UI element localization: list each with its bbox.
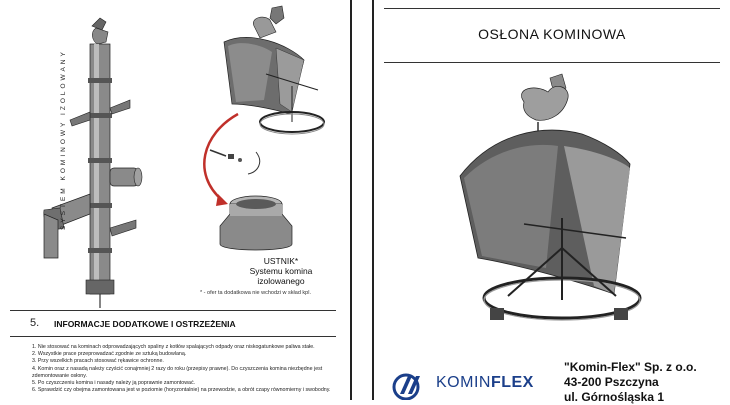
right-page: OSŁONA KOMINOWA (372, 0, 730, 400)
ustnik-line3: izolowanego (257, 276, 305, 286)
vertical-system-label: SYSTEM KOMINOWY IZOLOWANY (58, 40, 76, 240)
title-rule-top (384, 8, 720, 9)
chimney-cowl-illustration (459, 73, 642, 321)
ustnik-line1: USTNIK* (263, 256, 299, 266)
footnote: * - ofer ta dodatkowa nie wchodzi w skła… (200, 290, 311, 296)
ustnik-line2: Systemu komina (249, 266, 313, 276)
list-item: 3. Przy wszelkich pracach stosować rękaw… (32, 358, 164, 365)
page-title: OSŁONA KOMINOWA (478, 26, 626, 42)
ustnik-caption: USTNIK* Systemu komina izolowanego (236, 256, 326, 286)
kominflex-logo-text: KOMINFLEX (436, 374, 534, 392)
title-rule-bottom (384, 62, 720, 63)
list-item: 4. Komin oraz z nasadą należy czyścić co… (32, 365, 323, 379)
list-item: 6. Sprawdzić czy obejma zamontowana jest… (32, 387, 331, 394)
list-item: 1. Nie stosować na kominach odprowadzają… (32, 344, 315, 350)
vertical-text: SYSTEM KOMINOWY IZOLOWANY (60, 49, 67, 230)
cowl-exploded-illustration (203, 5, 325, 251)
section-number: 5. (30, 317, 40, 329)
left-page: SYSTEM KOMINOWY IZOLOWANY USTNIK* System… (0, 0, 352, 400)
kominflex-logo-icon (392, 373, 420, 400)
section-title: INFORMACJE DODATKOWE I OSTRZEŻENIA (54, 319, 236, 329)
logo-part2: FLEX (490, 374, 534, 391)
list-item: 2. Wszystkie prace przeprowadzać zgodnie… (32, 351, 187, 358)
company-street: ul. Górnośląska 1 (564, 390, 665, 404)
company-city: 43-200 Pszczyna (564, 375, 659, 389)
list-item: 5. Po czyszczeniu komina i nasady należy… (32, 380, 196, 387)
divider-top (10, 310, 336, 311)
divider-bottom (10, 336, 336, 337)
logo-part1: KOMIN (436, 374, 491, 391)
warnings-list: 1. Nie stosować na kominach odprowadzają… (32, 344, 342, 394)
company-name: "Komin-Flex" Sp. z o.o. (564, 360, 697, 374)
chimney-system-illustration (43, 17, 143, 308)
company-address: "Komin-Flex" Sp. z o.o. 43-200 Pszczyna … (564, 360, 697, 405)
